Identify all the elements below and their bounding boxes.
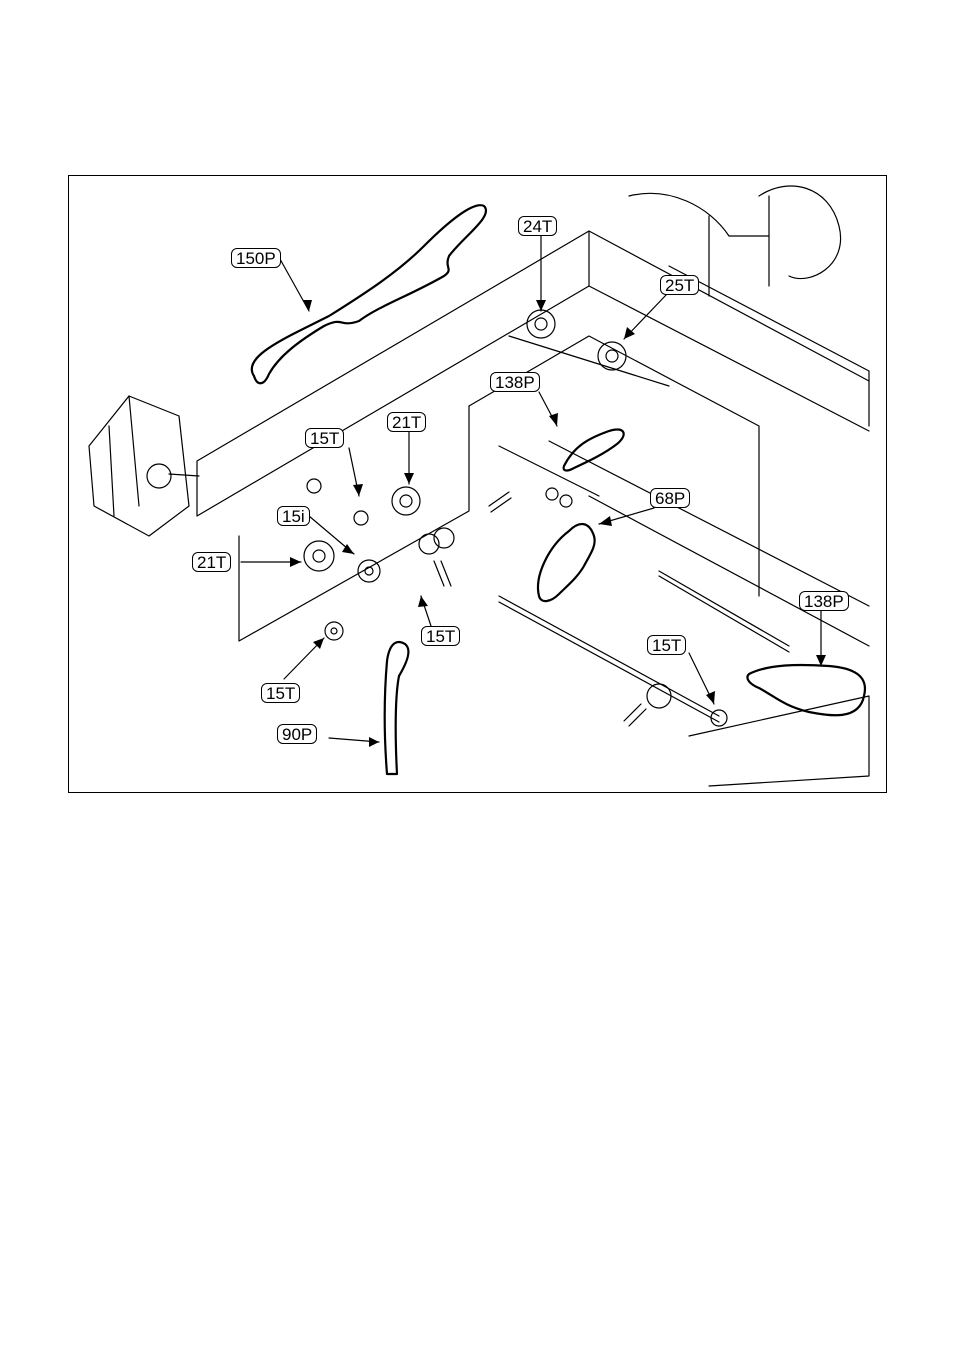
callout-150p: 150P (231, 248, 281, 268)
callout-15t-lower: 15T (261, 683, 300, 703)
chain-68p (538, 524, 595, 601)
callout-138p-right: 138P (799, 591, 849, 611)
callout-21t-left: 21T (192, 552, 231, 572)
parts-diagram-figure: 150P 24T 25T 138P 21T 15T 15i 21T 68P 15… (68, 175, 887, 793)
callout-90p: 90P (277, 724, 317, 744)
callout-24t: 24T (518, 216, 557, 236)
callout-68p: 68P (650, 488, 690, 508)
callout-25t: 25T (660, 275, 699, 295)
leader-lines (241, 231, 821, 742)
callout-21t-top: 21T (387, 412, 426, 432)
gearbox (89, 396, 199, 536)
callout-138p-top: 138P (490, 372, 540, 392)
chain-90p (385, 642, 409, 774)
chain-150p (252, 205, 486, 383)
callout-15t-right: 15T (647, 635, 686, 655)
springs (434, 492, 646, 726)
callout-15t-center: 15T (421, 626, 460, 646)
chain-138p-right (747, 665, 864, 715)
shafts (499, 336, 789, 722)
callout-15i: 15i (277, 506, 310, 526)
callout-15t-upper: 15T (305, 428, 344, 448)
drive-assembly-drawing (69, 176, 888, 794)
